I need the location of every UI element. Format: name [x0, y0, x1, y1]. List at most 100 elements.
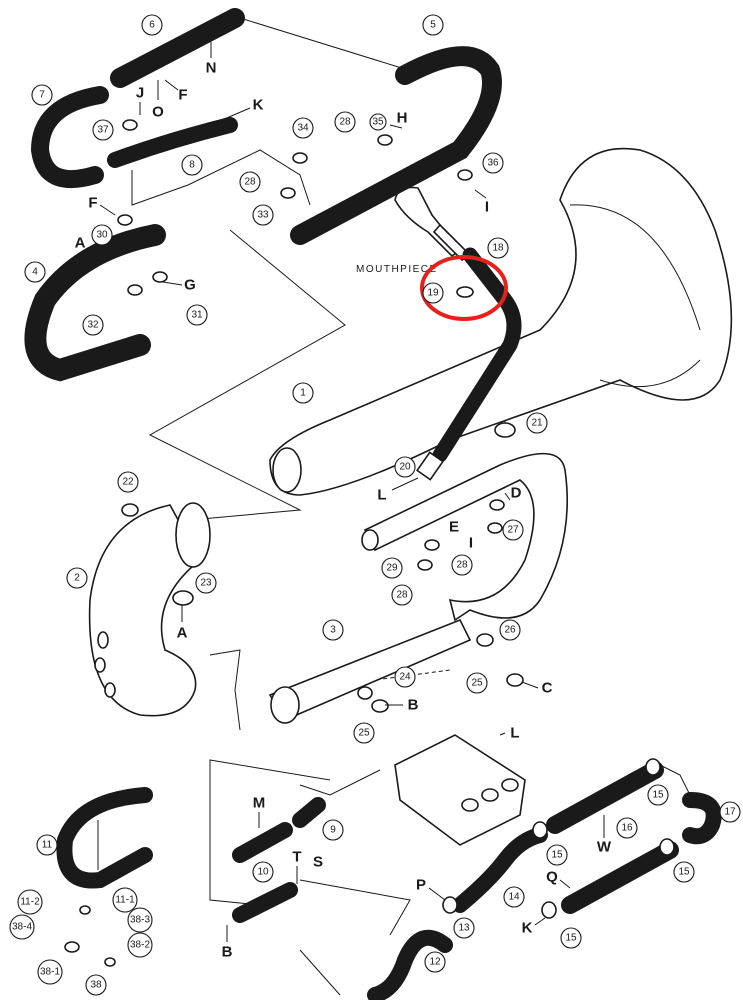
svg-text:12: 12	[429, 957, 441, 968]
callout-35: 35	[369, 113, 387, 131]
svg-text:10: 10	[257, 867, 269, 878]
svg-text:20: 20	[399, 462, 411, 473]
svg-text:28: 28	[456, 560, 468, 571]
part-7-crook	[30, 86, 109, 189]
svg-text:28: 28	[339, 117, 351, 128]
callout-18: 18	[487, 237, 509, 259]
letter-M: M	[253, 795, 266, 812]
svg-text:31: 31	[191, 310, 203, 321]
letter-F2: F	[88, 195, 97, 212]
part-5-bow	[290, 46, 502, 245]
highlight-circle	[420, 255, 508, 321]
letter-B2: B	[222, 944, 233, 961]
callout-9: 9	[322, 819, 344, 841]
callout-11: 11	[36, 834, 58, 856]
letter-C: C	[542, 680, 553, 697]
letter-E: E	[449, 519, 459, 536]
svg-text:28: 28	[244, 177, 256, 188]
svg-text:22: 22	[122, 477, 134, 488]
svg-text:25: 25	[471, 678, 483, 689]
callout-26: 26	[499, 619, 521, 641]
callout-37: 37	[92, 119, 114, 141]
callout-25a: 25	[466, 672, 488, 694]
callout-2: 2	[66, 567, 88, 589]
callout-38-4: 38-4	[9, 914, 35, 940]
letter-S: S	[313, 854, 323, 871]
callout-34: 34	[292, 117, 314, 139]
mouthpiece	[394, 186, 472, 262]
callout-27: 27	[502, 519, 524, 541]
svg-text:38-3: 38-3	[130, 915, 150, 926]
callout-15d: 15	[560, 927, 582, 949]
svg-text:16: 16	[621, 823, 633, 834]
letter-A1: A	[75, 235, 86, 252]
part-1-bell-section	[269, 147, 733, 496]
callout-3: 3	[322, 619, 344, 641]
svg-text:38: 38	[90, 980, 102, 991]
callout-15b: 15	[546, 844, 568, 866]
letter-A2: A	[177, 625, 188, 642]
assembly-lines	[131, 17, 691, 996]
svg-text:32: 32	[87, 320, 99, 331]
callout-28c: 28	[451, 554, 473, 576]
part-14-crook	[452, 827, 548, 913]
letter-I1: I	[485, 199, 489, 216]
callout-17: 17	[719, 801, 741, 823]
svg-text:23: 23	[200, 578, 212, 589]
callout-7: 7	[31, 84, 53, 106]
callout-4: 4	[24, 261, 46, 283]
letter-F1: F	[178, 87, 187, 104]
svg-text:8: 8	[189, 160, 195, 171]
callout-36: 36	[482, 152, 504, 174]
svg-text:9: 9	[330, 825, 336, 836]
letter-H: H	[397, 110, 408, 127]
svg-text:38-2: 38-2	[130, 940, 150, 951]
callout-22: 22	[117, 471, 139, 493]
letter-L1: L	[377, 487, 386, 504]
part-4-bow	[24, 224, 166, 382]
letter-N: N	[206, 60, 217, 77]
svg-text:19: 19	[427, 288, 439, 299]
letter-K1: K	[253, 97, 264, 114]
letter-O: O	[152, 104, 164, 121]
svg-text:5: 5	[430, 20, 436, 31]
part-8-tube	[107, 117, 238, 168]
callout-38-3: 38-3	[127, 907, 153, 933]
mouthpiece-label: MOUTHPIECE	[356, 264, 438, 275]
pointer-arrows	[79, 42, 605, 942]
callout-31: 31	[186, 304, 208, 326]
part-12-crook	[367, 929, 453, 1000]
svg-text:34: 34	[297, 123, 309, 134]
svg-text:13: 13	[458, 923, 470, 934]
svg-text:25: 25	[358, 728, 370, 739]
svg-text:38-4: 38-4	[12, 922, 32, 933]
svg-text:18: 18	[492, 243, 504, 254]
svg-text:27: 27	[507, 525, 519, 536]
callout-25b: 25	[353, 722, 375, 744]
callout-13: 13	[453, 917, 475, 939]
callout-23: 23	[195, 572, 217, 594]
callout-33: 33	[252, 204, 274, 226]
callout-15c: 15	[673, 861, 695, 883]
callout-14: 14	[503, 886, 525, 908]
svg-text:35: 35	[372, 117, 384, 128]
svg-text:1: 1	[300, 388, 306, 399]
part-11-crook	[56, 787, 153, 889]
svg-text:30: 30	[96, 230, 108, 241]
svg-text:29: 29	[386, 563, 398, 574]
part-6-tube	[110, 8, 245, 88]
svg-text:36: 36	[487, 158, 499, 169]
callout-11-1: 11-1	[112, 887, 138, 913]
valve-block	[394, 734, 526, 846]
svg-text:17: 17	[724, 807, 736, 818]
callout-8: 8	[181, 154, 203, 176]
svg-text:11-1: 11-1	[115, 895, 135, 906]
callout-21: 21	[526, 412, 548, 434]
svg-text:2: 2	[74, 573, 80, 584]
part-2-bow	[88, 502, 211, 717]
callout-19: 19	[422, 282, 444, 304]
callout-30: 30	[91, 224, 113, 246]
part-10-tube	[232, 822, 298, 923]
svg-text:11: 11	[42, 840, 53, 851]
